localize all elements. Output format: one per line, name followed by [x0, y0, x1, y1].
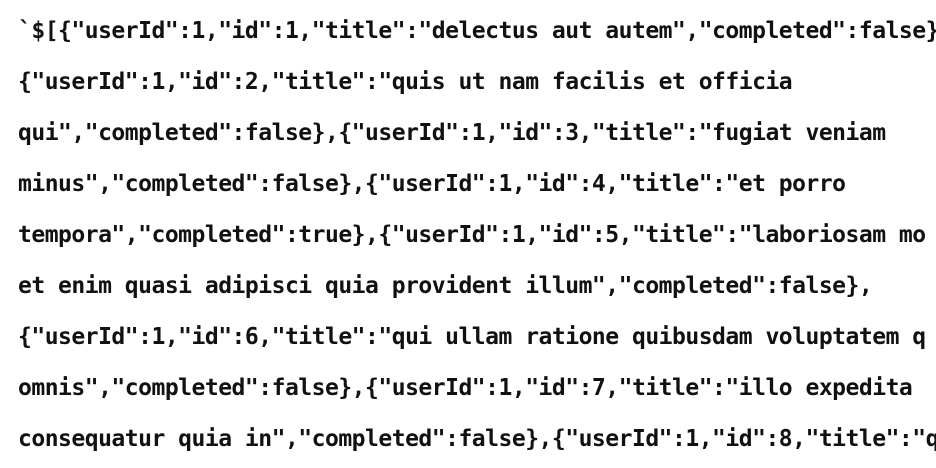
text-line: minus","completed":false},{"userId":1,"i… [18, 171, 846, 197]
json-text-block: `$[{"userId":1,"id":1,"title":"delectus … [18, 12, 936, 468]
text-line: qui","completed":false},{"userId":1,"id"… [18, 120, 886, 146]
text-line: et enim quasi adipisci quia provident il… [18, 273, 873, 299]
text-line: {"userId":1,"id":6,"title":"qui ullam ra… [18, 324, 926, 350]
text-line: consequatur quia in","completed":false},… [18, 426, 936, 452]
text-line: tempora","completed":true},{"userId":1,"… [18, 222, 926, 248]
text-line: omnis","completed":false},{"userId":1,"i… [18, 375, 913, 401]
text-line: {"userId":1,"id":2,"title":"quis ut nam … [18, 69, 793, 95]
text-line: `$[{"userId":1,"id":1,"title":"delectus … [18, 18, 936, 44]
